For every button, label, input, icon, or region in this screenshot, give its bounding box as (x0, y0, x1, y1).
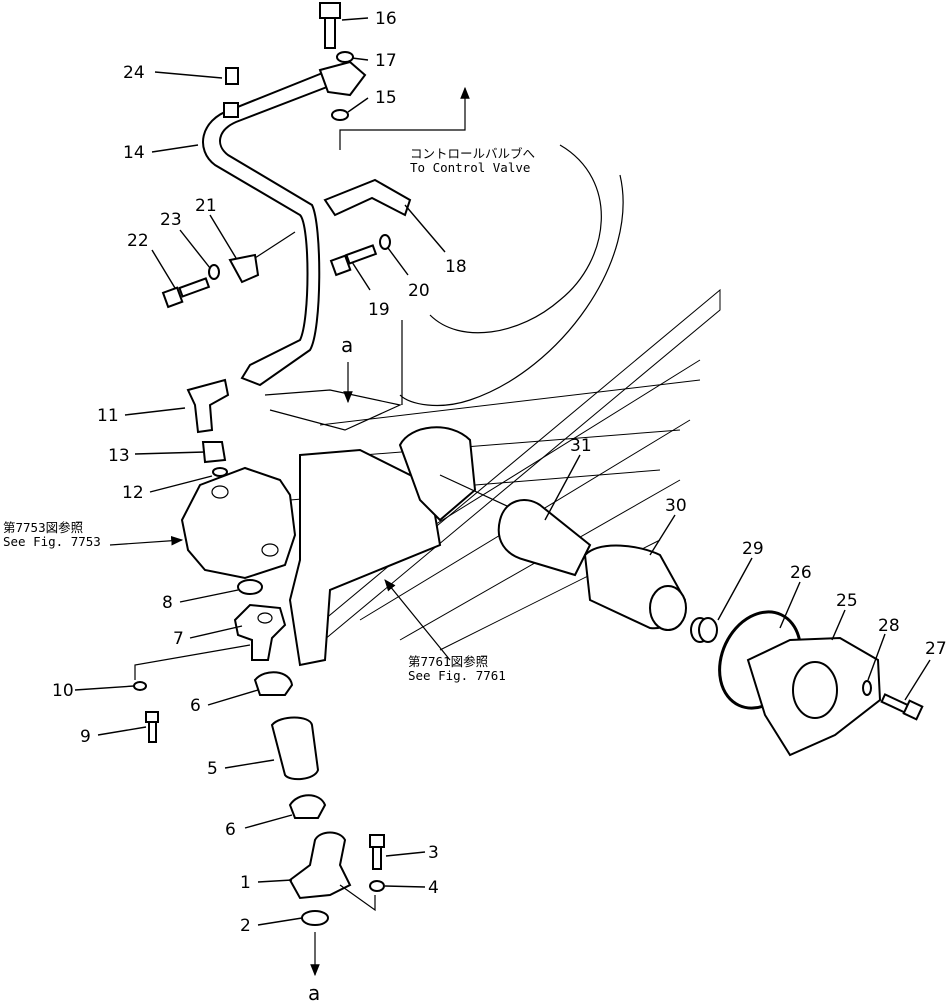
hose-5 (270, 716, 320, 781)
callout-7: 7 (173, 629, 184, 649)
washer-4 (369, 880, 385, 892)
callout-19: 19 (368, 300, 390, 320)
callout-4: 4 (428, 878, 439, 898)
to-control-valve-line (339, 86, 470, 150)
bracket-18 (323, 178, 412, 217)
note-fig7753-jp: 第7753図参照 (3, 520, 83, 535)
callout-6b: 6 (225, 820, 236, 840)
note-control-valve-jp: コントロールバルブへ (410, 146, 535, 161)
callout-12: 12 (122, 483, 144, 503)
bolt-27 (880, 693, 924, 721)
bolt-3 (369, 834, 385, 870)
callout-14: 14 (123, 143, 145, 163)
callout-15: 15 (375, 88, 397, 108)
callout-25: 25 (836, 591, 858, 611)
clamp-6a (253, 671, 294, 696)
ref-a-bottom: a (308, 981, 320, 1005)
callout-16: 16 (375, 9, 397, 29)
callout-31: 31 (570, 436, 592, 456)
callout-24: 24 (123, 63, 145, 83)
elbow-11 (186, 378, 230, 434)
callout-3: 3 (428, 843, 439, 863)
leader-lines (74, 17, 931, 926)
washer-28 (862, 680, 872, 696)
callout-2: 2 (240, 916, 251, 936)
elbow-1 (288, 831, 352, 900)
adapter-housing (398, 426, 477, 522)
washer-17 (336, 51, 354, 63)
callout-10: 10 (52, 681, 74, 701)
note-fig7761-en: See Fig. 7761 (408, 668, 506, 683)
control-valve-outline (399, 144, 624, 406)
callout-30: 30 (665, 496, 687, 516)
bolt-9 (145, 711, 159, 743)
clip-21 (228, 253, 260, 284)
pump-body (180, 466, 297, 580)
washer-23 (208, 264, 220, 280)
callout-21: 21 (195, 196, 217, 216)
note-fig7753-en: See Fig. 7753 (3, 534, 101, 549)
callout-23: 23 (160, 210, 182, 230)
washer-10 (133, 681, 147, 691)
callout-28: 28 (878, 616, 900, 636)
note-fig7761-jp: 第7761図参照 (408, 654, 488, 669)
flange-clamp (318, 60, 367, 97)
callout-5: 5 (207, 759, 218, 779)
nut-13 (201, 441, 227, 464)
ref-a-top: a (341, 333, 353, 357)
bolt-22 (161, 277, 211, 309)
callout-20: 20 (408, 281, 430, 301)
bolt-16 (319, 2, 341, 49)
grease-fitting-24 (225, 67, 239, 85)
callout-26: 26 (790, 563, 812, 583)
callout-8: 8 (162, 593, 173, 613)
callout-11: 11 (97, 406, 119, 426)
notes: コントロールバルブへ To Control Valve 第7753図参照 See… (3, 146, 535, 683)
mount-plate (264, 320, 403, 431)
pump-bracket (288, 448, 442, 667)
washer-20 (379, 234, 391, 250)
callout-18: 18 (445, 257, 467, 277)
spring-29 (690, 617, 718, 643)
callout-13: 13 (108, 446, 130, 466)
pipe-14 (202, 68, 342, 387)
bolt-19 (329, 244, 378, 277)
callout-9: 9 (80, 727, 91, 747)
note-control-valve-en: To Control Valve (410, 160, 530, 175)
callout-27: 27 (925, 639, 947, 659)
callout-1: 1 (240, 873, 251, 893)
clamp-6b (288, 794, 327, 819)
flange-7 (233, 603, 287, 661)
callout-29: 29 (742, 539, 764, 559)
o-ring-8 (237, 579, 263, 595)
callout-6a: 6 (190, 696, 201, 716)
o-ring-12 (212, 467, 228, 477)
callouts: 1 2 3 4 5 6 6 7 8 9 10 11 12 13 14 15 16… (52, 9, 947, 1005)
strainer-31 (497, 499, 592, 577)
o-ring-2 (301, 910, 329, 926)
o-ring-15 (331, 109, 349, 121)
callout-22: 22 (127, 231, 149, 251)
callout-17: 17 (375, 51, 397, 71)
